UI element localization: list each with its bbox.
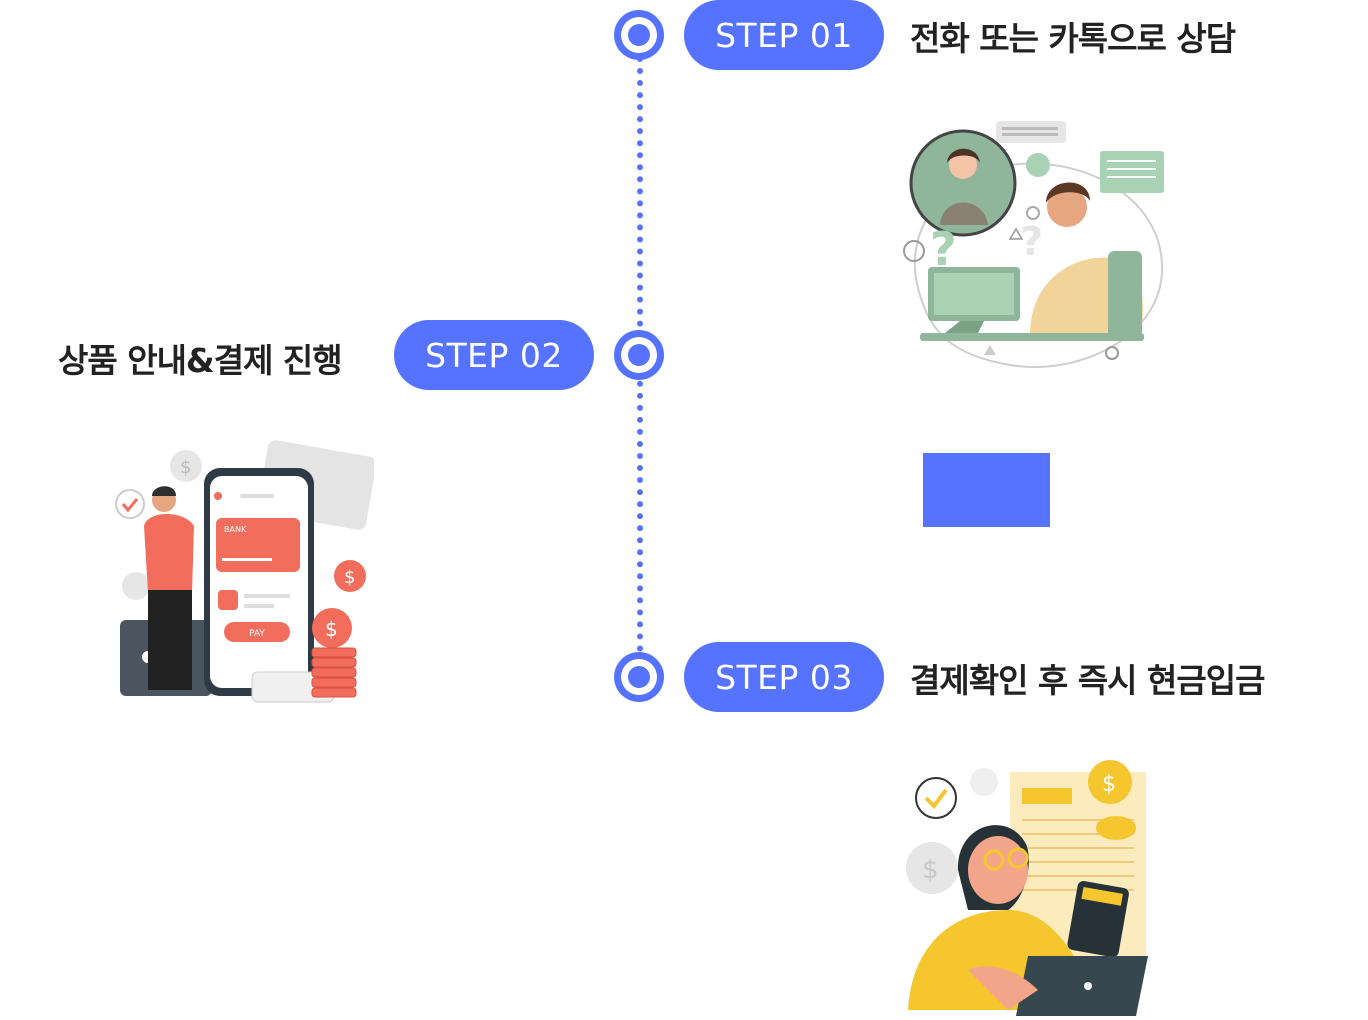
svg-text:$: $ xyxy=(180,457,191,478)
timeline-node-3 xyxy=(614,652,664,702)
svg-text:$: $ xyxy=(1102,772,1116,797)
step-01-title: 전화 또는 카톡으로 상담 xyxy=(910,19,1236,58)
step-01-badge: STEP 01 xyxy=(684,0,884,70)
svg-text:$: $ xyxy=(344,567,355,588)
step-02-badge: STEP 02 xyxy=(394,320,594,390)
svg-text:?: ? xyxy=(1020,219,1043,265)
timeline-node-2 xyxy=(614,330,664,380)
step-03-badge: STEP 03 xyxy=(684,642,884,712)
mobile-payment-illustration: $ BANK PAY $ $ xyxy=(115,440,374,703)
svg-text:$: $ xyxy=(922,855,939,885)
accent-block xyxy=(923,453,1050,527)
step-03-title: 결제확인 후 즉시 현금입금 xyxy=(910,661,1265,700)
timeline-node-1 xyxy=(614,10,664,60)
consultation-illustration: ? ? xyxy=(903,121,1164,369)
card-text: BANK xyxy=(224,525,247,534)
step-02-title: 상품 안내&결제 진행 xyxy=(58,341,343,380)
accounting-illustration: $ $ xyxy=(906,760,1148,1016)
pay-label: PAY xyxy=(249,629,265,639)
svg-text:$: $ xyxy=(325,617,338,641)
